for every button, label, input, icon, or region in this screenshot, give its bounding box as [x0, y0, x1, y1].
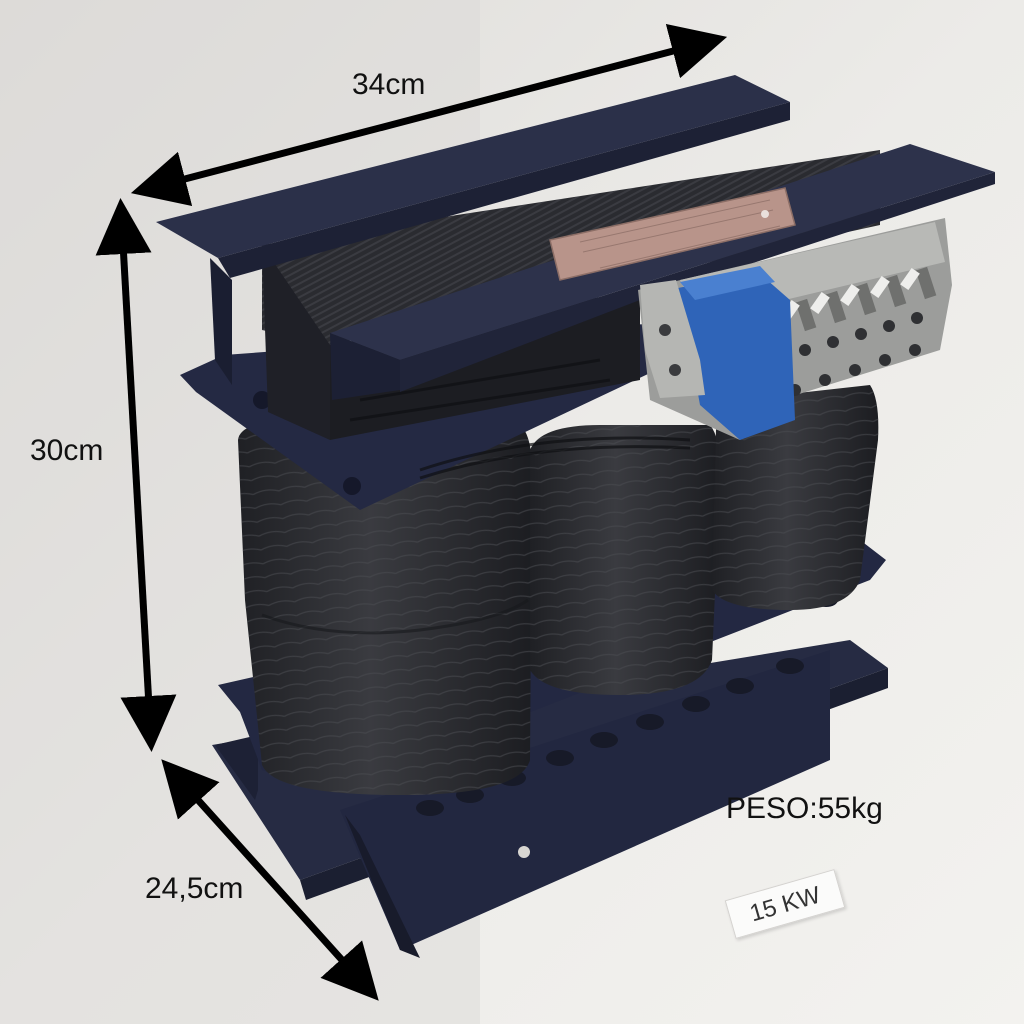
coil-middle — [530, 425, 721, 695]
terminal-blue-module — [668, 272, 795, 440]
nameplate — [549, 187, 796, 281]
weight-label: PESO:55kg — [726, 792, 883, 825]
terminal-block — [638, 218, 952, 440]
height-dimension-label: 30cm — [30, 434, 104, 467]
depth-dimension-label: 24,5cm — [145, 872, 244, 905]
width-dimension-label: 34cm — [352, 68, 426, 101]
height-arrow — [95, 198, 177, 752]
coil-right — [712, 385, 879, 610]
width-arrow — [130, 24, 728, 206]
coil-left — [238, 420, 532, 795]
dimension-arrows — [95, 24, 728, 1001]
depth-arrow — [161, 759, 379, 1001]
